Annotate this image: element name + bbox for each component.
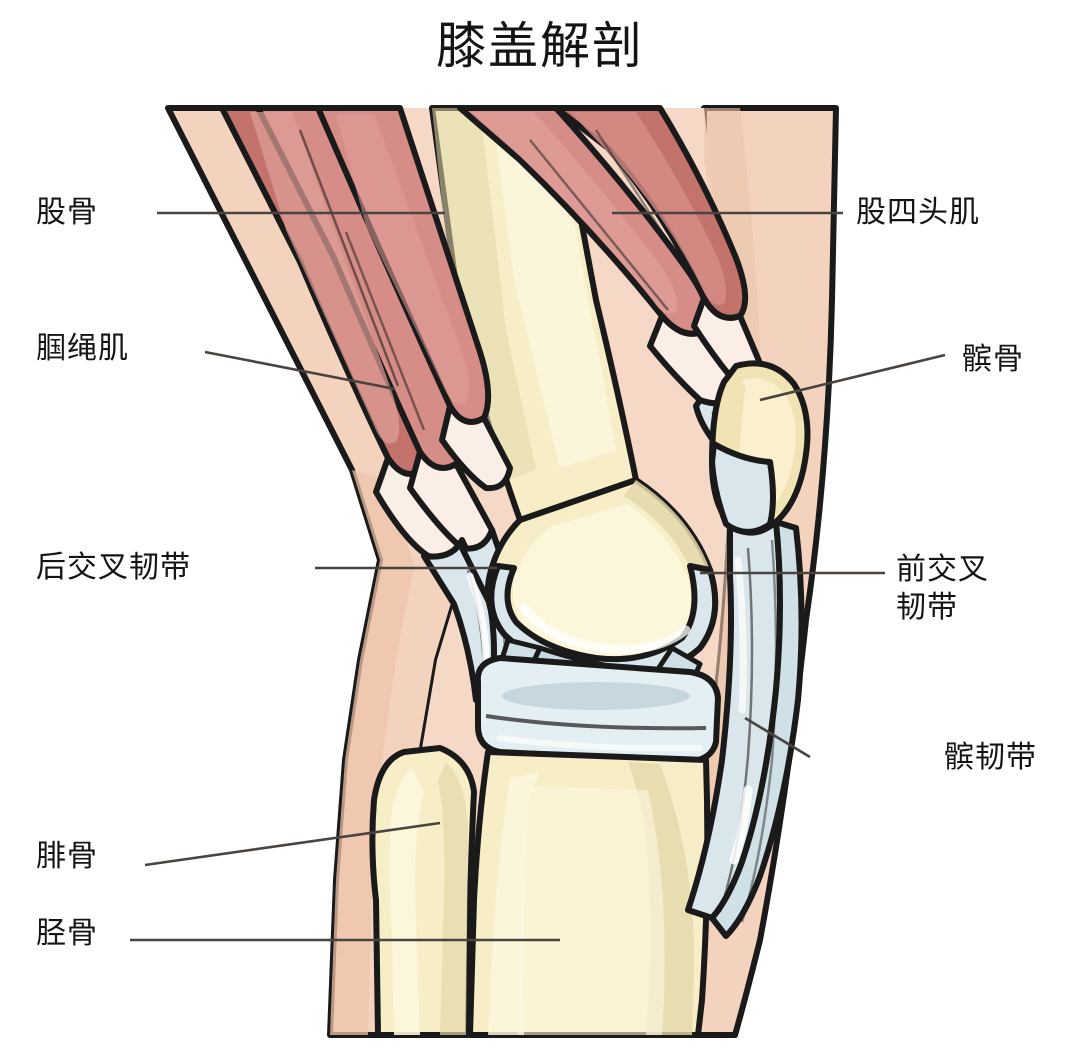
label-posterior-cruciate-ligament: 后交叉韧带	[36, 551, 191, 584]
label-quadriceps: 股四头肌	[856, 196, 980, 229]
leader-lines	[130, 211, 946, 942]
tibia-bone	[467, 749, 711, 1038]
page-title: 膝盖解剖	[436, 18, 644, 74]
label-patella: 髌骨	[962, 343, 1024, 376]
label-patellar-ligament: 髌韧带	[944, 741, 1037, 774]
label-hamstring: 腘绳肌	[36, 332, 129, 365]
label-femur: 股骨	[36, 196, 98, 229]
leg-illustration-group	[130, 105, 946, 1038]
leader-line-patellar_ligament	[744, 716, 811, 759]
hamstring-muscle-group	[219, 105, 513, 560]
label-anterior-cruciate-ligament: 前交叉 韧带	[896, 553, 989, 624]
meniscus-tibial-plateau	[474, 655, 721, 765]
label-tibia: 胫骨	[36, 917, 98, 950]
fibula-bone	[369, 745, 477, 1038]
leader-line-fibula	[144, 821, 441, 867]
leader-line-hamstring	[204, 350, 396, 391]
leader-line-patella	[759, 353, 946, 402]
label-fibula: 腓骨	[36, 840, 98, 873]
patellar-ligament	[685, 519, 805, 939]
lateral-collateral-band	[709, 441, 776, 535]
